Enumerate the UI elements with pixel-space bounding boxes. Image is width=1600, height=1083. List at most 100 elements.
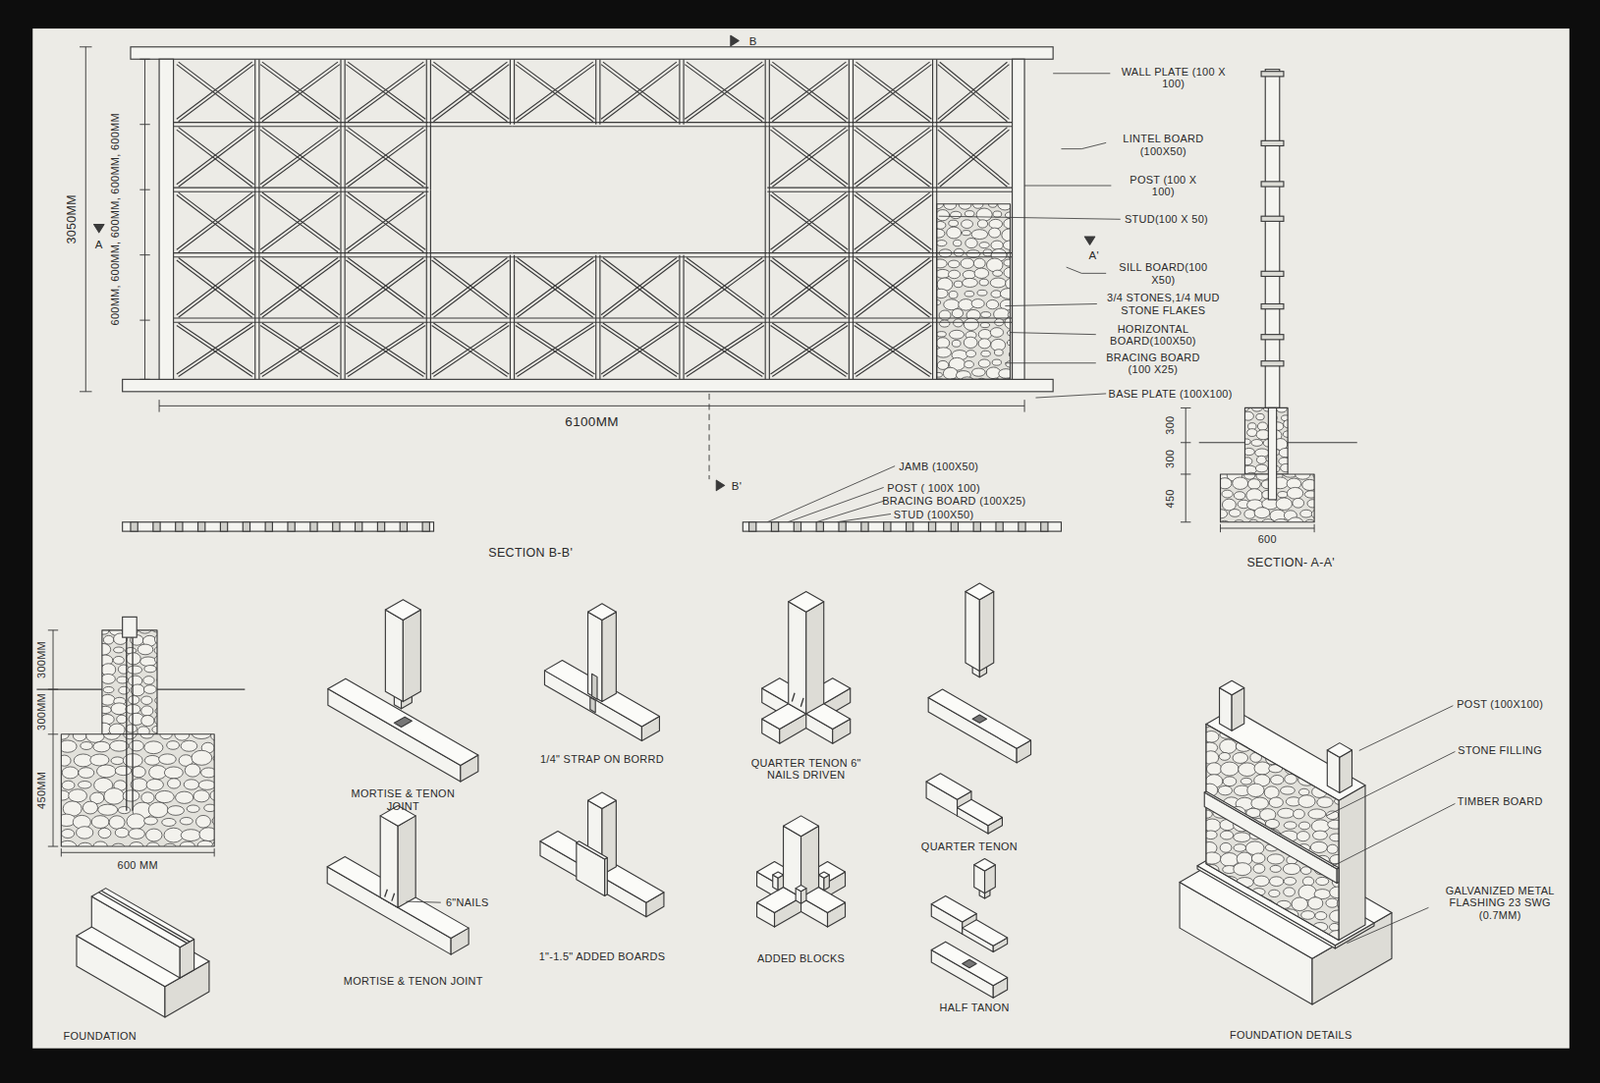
stone [1315, 912, 1327, 921]
stone [98, 804, 118, 816]
stone [942, 367, 958, 380]
stone [140, 657, 158, 667]
box-face [380, 816, 398, 908]
joint-caption: MORTISE & TENON JOINT [336, 787, 470, 813]
stone [1197, 898, 1215, 911]
bracing-board [260, 129, 338, 187]
part-label: TIMBER BOARD [1457, 795, 1544, 808]
stone [146, 828, 164, 842]
stone [1325, 898, 1339, 908]
box-face [1326, 743, 1352, 759]
stone-outline [937, 204, 1011, 381]
stone [166, 806, 184, 817]
stone-ground [1220, 474, 1316, 523]
stone [122, 790, 140, 802]
timber-board [1204, 791, 1339, 883]
stone [965, 238, 978, 249]
stud [344, 320, 346, 380]
bracing-board [686, 323, 765, 375]
bracing-board [517, 260, 596, 318]
stone [1250, 752, 1263, 763]
stone [1336, 896, 1355, 912]
bracing-board [856, 129, 933, 187]
stud [509, 255, 511, 321]
post [588, 604, 617, 703]
stone [1242, 411, 1254, 421]
stud [765, 124, 767, 190]
stone [148, 802, 168, 819]
post [788, 591, 825, 715]
stone [979, 242, 990, 249]
bracing-board [260, 323, 338, 375]
bracing-board [855, 323, 932, 375]
horizontal-board [173, 187, 258, 189]
bracing-board [854, 129, 931, 187]
dimension-tick [139, 58, 150, 60]
foundation-iso [76, 888, 210, 1018]
stone [1257, 422, 1268, 431]
stone [980, 323, 990, 329]
stone [1298, 788, 1310, 796]
stone [1253, 864, 1266, 874]
bracing-board [515, 260, 594, 318]
stud [513, 320, 515, 380]
stone [141, 706, 154, 717]
bracing-board [260, 192, 338, 250]
stone [961, 220, 974, 229]
bracing-board [772, 192, 848, 250]
stone [973, 200, 984, 209]
stone [1222, 776, 1237, 787]
bracing-board [517, 64, 596, 122]
horizontal-board [850, 121, 935, 123]
stone [1310, 942, 1326, 955]
stone [77, 781, 92, 789]
stone [159, 754, 177, 766]
stone [1293, 809, 1306, 820]
box-face [806, 602, 825, 715]
stone [154, 656, 166, 664]
stud-section [377, 522, 385, 532]
board-section [1261, 304, 1284, 310]
stone [937, 331, 947, 337]
nail [385, 889, 388, 898]
stone [971, 229, 989, 240]
bracing-board [345, 258, 424, 316]
beam [957, 799, 1003, 834]
leader-line [938, 216, 1121, 220]
bracing-board [770, 129, 846, 187]
stone [1329, 886, 1346, 899]
mortise [962, 959, 977, 968]
stone [978, 338, 991, 349]
stud [254, 255, 256, 321]
stone [1256, 455, 1267, 464]
bracing-board [854, 260, 931, 318]
horizontal-board [767, 125, 851, 127]
bracing-board [347, 61, 426, 119]
stud [258, 189, 260, 255]
stone [1286, 487, 1303, 499]
stud [769, 124, 771, 190]
stone [933, 259, 947, 269]
bracing-board [686, 258, 765, 316]
bracing-board [178, 192, 255, 250]
stone [1292, 497, 1305, 508]
stone [1261, 899, 1274, 911]
stone [1243, 717, 1261, 730]
horizontal-board [512, 256, 599, 258]
board-section [1261, 71, 1284, 77]
stud [426, 255, 428, 321]
stone-outline [102, 630, 158, 735]
stud [430, 189, 432, 255]
stone [61, 829, 75, 839]
stud [932, 124, 934, 190]
stone [1297, 754, 1313, 765]
bracing-board [433, 61, 509, 119]
bracing-board [176, 260, 253, 318]
stone [1253, 729, 1267, 739]
stud [339, 189, 341, 255]
stone [1242, 457, 1253, 466]
bracing-board [856, 260, 933, 318]
stud [509, 320, 511, 380]
joint-caption: 1"-1.5" ADDED BOARDS [539, 950, 666, 963]
bracing-board [686, 326, 765, 378]
